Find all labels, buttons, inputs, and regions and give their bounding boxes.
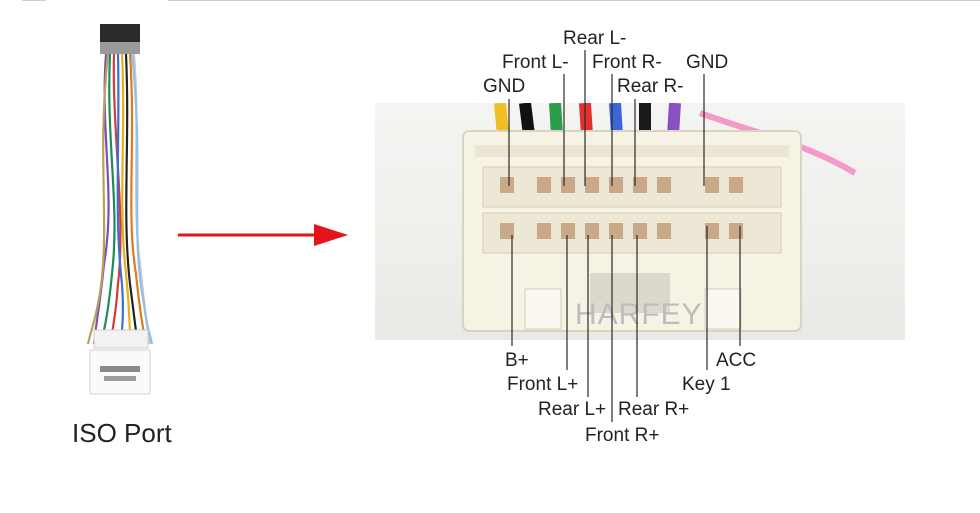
top-divider-left xyxy=(22,0,46,1)
pin-label-b-plus: B+ xyxy=(505,350,529,371)
pin-label-acc: ACC xyxy=(716,350,757,371)
pin-label-rear-r-minus: Rear R- xyxy=(617,76,684,97)
arrow-right-icon xyxy=(178,222,350,248)
pin-label-rear-r-plus: Rear R+ xyxy=(618,399,690,420)
iso-port-label: ISO Port xyxy=(72,418,172,448)
pin-label-front-l-plus: Front L+ xyxy=(507,374,579,395)
pin-label-rear-l-minus: Rear L- xyxy=(563,28,627,49)
pin-label-key-1: Key 1 xyxy=(682,374,731,395)
pin-label-front-l-minus: Front L- xyxy=(502,52,569,73)
harness-image xyxy=(60,14,180,404)
pin-label-gnd-left: GND xyxy=(483,76,526,97)
harfey-watermark: HARFEY xyxy=(575,298,703,331)
pin-label-front-r-minus: Front R- xyxy=(592,52,662,73)
pin-label-rear-l-plus: Rear L+ xyxy=(538,399,607,420)
pin-label-front-r-plus: Front R+ xyxy=(585,425,660,446)
pin-label-gnd-right: GND xyxy=(686,52,729,73)
top-divider-right xyxy=(168,0,980,1)
connector-image xyxy=(375,103,905,340)
